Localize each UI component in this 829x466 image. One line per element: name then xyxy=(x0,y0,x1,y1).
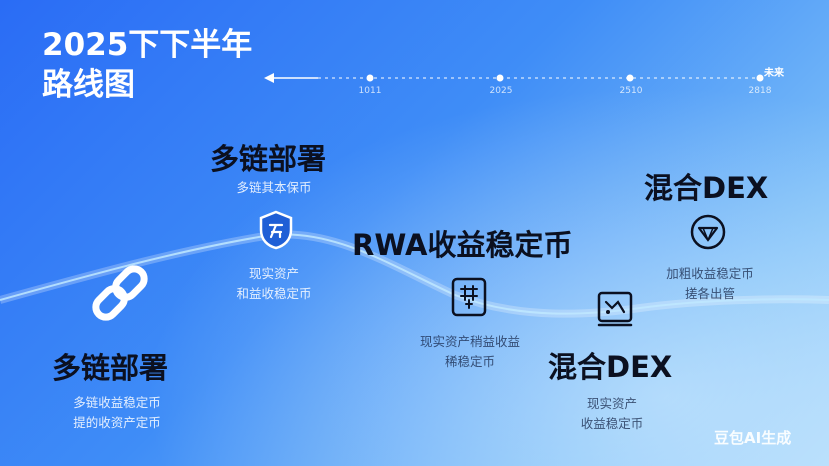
diamond-icon xyxy=(690,214,726,250)
milestone-4-line-1: 现实资产 xyxy=(586,396,637,411)
milestone-1-heading: 多链部署 xyxy=(52,351,169,385)
timeline-tick-4: 2818 xyxy=(748,86,772,96)
milestone-5-description: 加粗收益稳定币 搓各出管 xyxy=(650,264,770,304)
timeline-tick-2: 2025 xyxy=(489,86,513,96)
milestone-1-line-2: 提的收资产定币 xyxy=(73,415,161,430)
milestone-2-line-1: 现实资产 xyxy=(248,266,299,281)
timeline-dot-1 xyxy=(366,74,374,82)
roadmap-wave-path xyxy=(0,233,829,315)
timeline-dot-2 xyxy=(496,74,504,82)
title-line-1: 2025下下半年 xyxy=(42,27,253,63)
milestone-5-heading: 混合DEX xyxy=(644,171,769,205)
document-icon xyxy=(451,277,487,317)
milestone-4-description: 现实资产 收益稳定币 xyxy=(556,394,668,434)
timeline-tick-3: 2510 xyxy=(619,86,643,96)
milestone-3-line-1: 现实资产稍益收益 xyxy=(419,334,520,349)
timeline-dot-3 xyxy=(626,74,634,82)
timeline-dot-4 xyxy=(756,74,764,82)
milestone-2-heading: 多链部署 xyxy=(210,142,327,176)
milestone-5-line-1: 加粗收益稳定币 xyxy=(666,266,754,281)
timeline-end-label: 未来 xyxy=(764,68,784,79)
milestone-3-heading: RWA收益稳定币 xyxy=(352,228,573,262)
milestone-3-line-2: 稀稳定币 xyxy=(444,354,495,369)
milestone-4-line-2: 收益稳定币 xyxy=(580,416,644,431)
page-title: 2025下下半年 路线图 xyxy=(42,25,252,105)
milestone-1-line-1: 多链收益稳定币 xyxy=(73,395,161,410)
chart-icon xyxy=(597,291,633,327)
milestone-3-description: 现实资产稍益收益 稀稳定币 xyxy=(410,332,530,372)
shield-icon xyxy=(259,210,293,250)
chain-link-icon xyxy=(92,265,148,321)
timeline-tick-1: 1011 xyxy=(358,86,382,96)
watermark: 豆包AI生成 xyxy=(714,429,792,447)
title-line-2: 路线图 xyxy=(42,67,135,103)
timeline-arrowhead-icon xyxy=(264,73,274,83)
milestone-4-heading: 混合DEX xyxy=(548,350,673,384)
milestone-2-line-2: 和益收稳定币 xyxy=(236,286,312,301)
milestone-1-description: 多链收益稳定币 提的收资产定币 xyxy=(48,393,186,433)
milestone-2-description: 现实资产 和益收稳定币 xyxy=(212,264,336,304)
milestone-5-line-2: 搓各出管 xyxy=(684,286,735,301)
roadmap-wave-glow xyxy=(0,230,829,318)
milestone-2-caption: 多链其本保币 xyxy=(236,180,312,195)
